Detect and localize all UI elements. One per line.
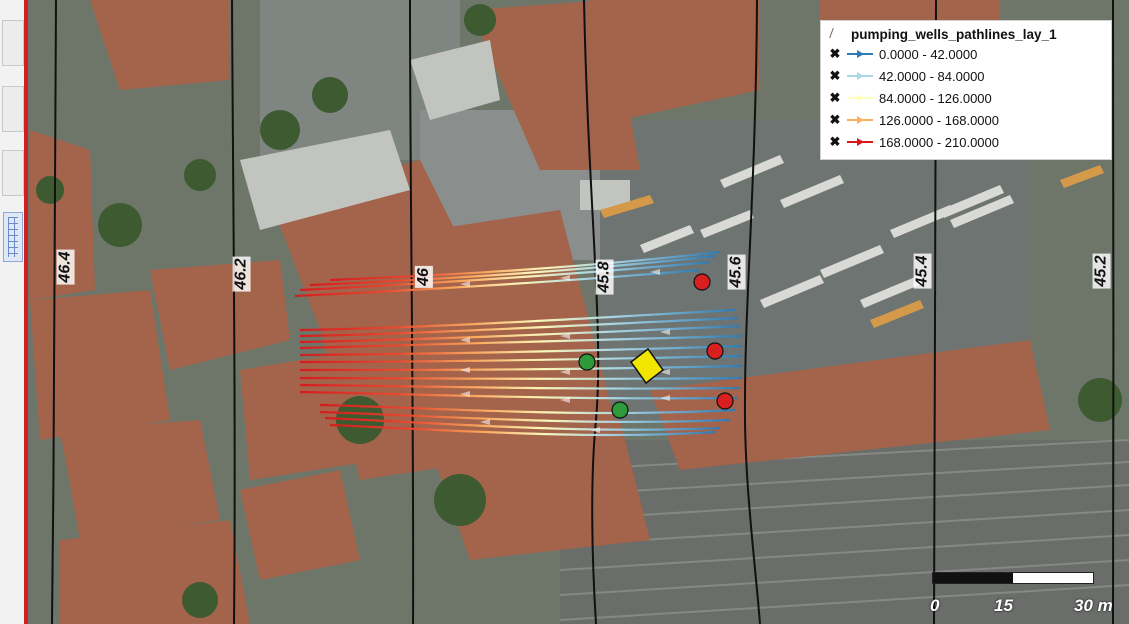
visibility-checkbox-icon[interactable]: ✖ — [829, 46, 841, 61]
legend-class-label: 84.0000 - 126.0000 — [879, 90, 992, 106]
legend-class-label: 126.0000 - 168.0000 — [879, 112, 999, 128]
orange-buses — [600, 165, 1104, 328]
pathline-arrows — [460, 269, 670, 433]
map-frame-border — [24, 0, 28, 624]
red-well-2[interactable] — [706, 342, 724, 360]
legend-class-1[interactable]: ✖ 0.0000 - 42.0000 — [829, 43, 1103, 65]
legend-layer-title[interactable]: pumping_wells_pathlines_lay_1 — [829, 25, 1103, 43]
legend-class-label: 0.0000 - 42.0000 — [879, 46, 978, 62]
contour-label-46-4: 46.4 — [56, 249, 75, 285]
visibility-checkbox-icon[interactable]: ✖ — [829, 134, 841, 149]
contour-lines — [51, 0, 1115, 624]
attribute-table-icon[interactable] — [3, 212, 23, 262]
contour-label-45-8: 45.8 — [595, 259, 614, 295]
red-well-1[interactable] — [693, 273, 711, 291]
legend-class-2[interactable]: ✖ 42.0000 - 84.0000 — [829, 65, 1103, 87]
light-roofs — [240, 40, 630, 230]
legend-class-4[interactable]: ✖ 126.0000 - 168.0000 — [829, 109, 1103, 131]
legend-class-5[interactable]: ✖ 168.0000 - 210.0000 — [829, 131, 1103, 153]
green-well-2[interactable] — [611, 401, 629, 419]
contour-label-45-6: 45.6 — [727, 254, 746, 290]
rail-yard — [560, 440, 1129, 624]
arrow-line-swatch-icon — [847, 92, 873, 104]
yellow-source-marker[interactable] — [629, 347, 665, 385]
panel-button-2[interactable] — [2, 86, 24, 132]
red-well-3[interactable] — [716, 392, 734, 410]
green-well-1[interactable] — [578, 353, 596, 371]
contour-label-45-4: 45.4 — [913, 253, 932, 289]
scale-label-0: 0 — [930, 596, 940, 615]
legend-class-label: 42.0000 - 84.0000 — [879, 68, 985, 84]
visibility-checkbox-icon[interactable]: ✖ — [829, 112, 841, 127]
arrow-line-swatch-icon — [847, 70, 873, 82]
legend-class-label: 168.0000 - 210.0000 — [879, 134, 999, 150]
contour-label-46-2: 46.2 — [232, 256, 251, 292]
visibility-checkbox-icon[interactable]: ✖ — [829, 90, 841, 105]
layer-name: pumping_wells_pathlines_lay_1 — [851, 26, 1057, 42]
scale-label-30m: 30 m — [1074, 596, 1113, 615]
legend-panel: pumping_wells_pathlines_lay_1 ✖ 0.0000 -… — [820, 20, 1112, 160]
app-side-panel — [0, 0, 27, 624]
contour-label-45-2: 45.2 — [1092, 253, 1111, 289]
arrow-line-swatch-icon — [847, 48, 873, 60]
scale-label-15: 15 — [994, 596, 1013, 615]
contour-label-46: 46 — [414, 266, 433, 288]
panel-button-3[interactable] — [2, 150, 24, 196]
rail-tracks — [559, 439, 1129, 621]
visibility-checkbox-icon[interactable]: ✖ — [829, 68, 841, 83]
arrow-line-swatch-icon — [847, 114, 873, 126]
line-layer-icon — [829, 27, 845, 41]
scale-bar — [932, 572, 1094, 584]
arrow-line-swatch-icon — [847, 136, 873, 148]
legend-class-3[interactable]: ✖ 84.0000 - 126.0000 — [829, 87, 1103, 109]
panel-button-1[interactable] — [2, 20, 24, 66]
